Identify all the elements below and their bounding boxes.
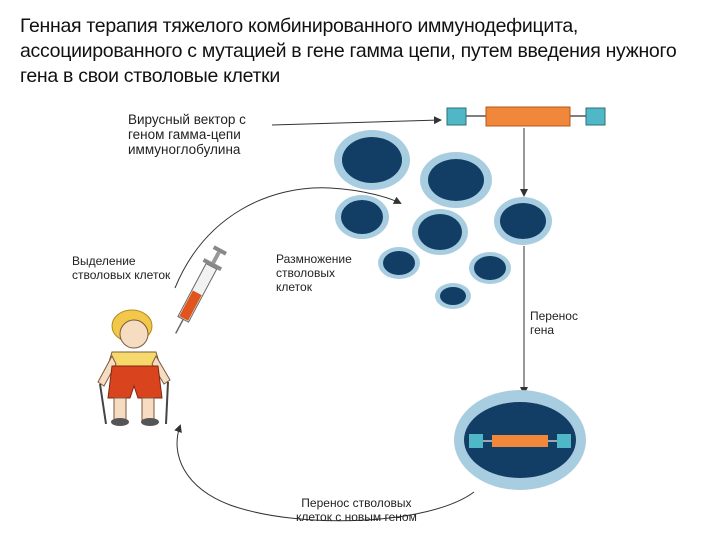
child-figure-icon <box>97 309 171 426</box>
stem-cell <box>412 209 468 255</box>
stem-cell <box>469 252 511 284</box>
label-stem-cell-multiplication: Размножение стволовых клеток <box>276 252 352 294</box>
label-viral-vector: Вирусный вектор с геном гамма-цепи иммун… <box>128 112 246 157</box>
stem-cell <box>378 247 420 279</box>
arrow-isolation-to-culture <box>174 187 402 289</box>
stem-cell <box>494 197 552 245</box>
label-return-cells: Перенос стволовых клеток с новым геном <box>296 496 417 524</box>
label-stem-cell-isolation: Выделение стволовых клеток <box>72 254 171 282</box>
diagram-title: Генная терапия тяжелого комбинированного… <box>20 15 677 87</box>
label-gene-transfer: Перенос гена <box>530 309 578 337</box>
stem-cell <box>334 130 410 190</box>
modified-stem-cell <box>454 390 586 490</box>
stem-cell <box>420 152 492 208</box>
stem-cell <box>435 283 471 309</box>
viral-vector <box>446 106 606 127</box>
arrow-return-to-patient <box>174 424 475 522</box>
stem-cells-cluster <box>334 130 552 309</box>
stem-cell <box>335 195 389 239</box>
arrow-label-to-vector <box>271 116 442 126</box>
syringe-icon <box>175 245 227 334</box>
